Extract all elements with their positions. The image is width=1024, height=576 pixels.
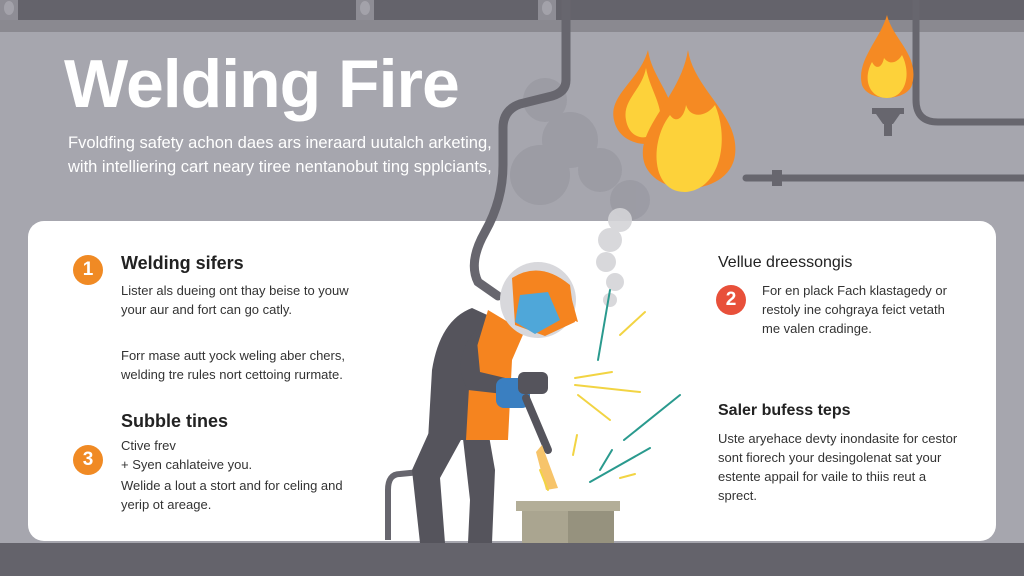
section-heading: Subble tines	[121, 411, 229, 431]
floor	[0, 543, 1024, 576]
step-badge-3: 3	[73, 445, 103, 475]
pipe-icon	[912, 0, 1024, 126]
ceiling-bracket	[0, 0, 18, 20]
section-text: + Syen cahlateive you.	[121, 457, 253, 472]
section-text: Welide a lout a stort and for celing and…	[121, 478, 343, 512]
section-heading: Saler bufess teps	[718, 402, 851, 419]
section-text: For en plack Fach klastagedy or restoly …	[762, 283, 947, 336]
section-heading: Welding sifers	[121, 253, 244, 273]
section-text: Forr mase autt yock weling aber chers, w…	[121, 348, 345, 382]
hose-icon	[469, 0, 571, 301]
smoke	[596, 208, 632, 307]
torch-flame-icon	[861, 15, 914, 136]
section-text: Ctive frev	[121, 438, 176, 453]
subtitle-line: Fvoldfing safety achon daes ars ineraard…	[68, 134, 492, 152]
work-block	[516, 501, 620, 511]
sparks	[539, 289, 681, 491]
ceiling-bracket	[538, 0, 556, 20]
section-text: Uste aryehace devty inondasite for cesto…	[718, 431, 958, 503]
step-badge-1: 1	[73, 255, 103, 285]
step-badge-2: 2	[716, 285, 746, 315]
section-text: Lister als dueing ont thay beise to youw…	[121, 283, 349, 317]
flame-icon	[642, 50, 736, 192]
page-subtitle: Fvoldfing safety achon daes ars ineraard…	[68, 131, 492, 179]
subtitle-line: with intelliering cart neary tiree nenta…	[68, 158, 492, 176]
ceiling-beam	[0, 0, 1024, 20]
section-heading: Vellue dreessongis	[718, 254, 853, 271]
ceiling-ledge	[0, 20, 1024, 32]
ceiling-bracket	[356, 0, 374, 20]
page-title: Welding Fire	[64, 46, 460, 122]
